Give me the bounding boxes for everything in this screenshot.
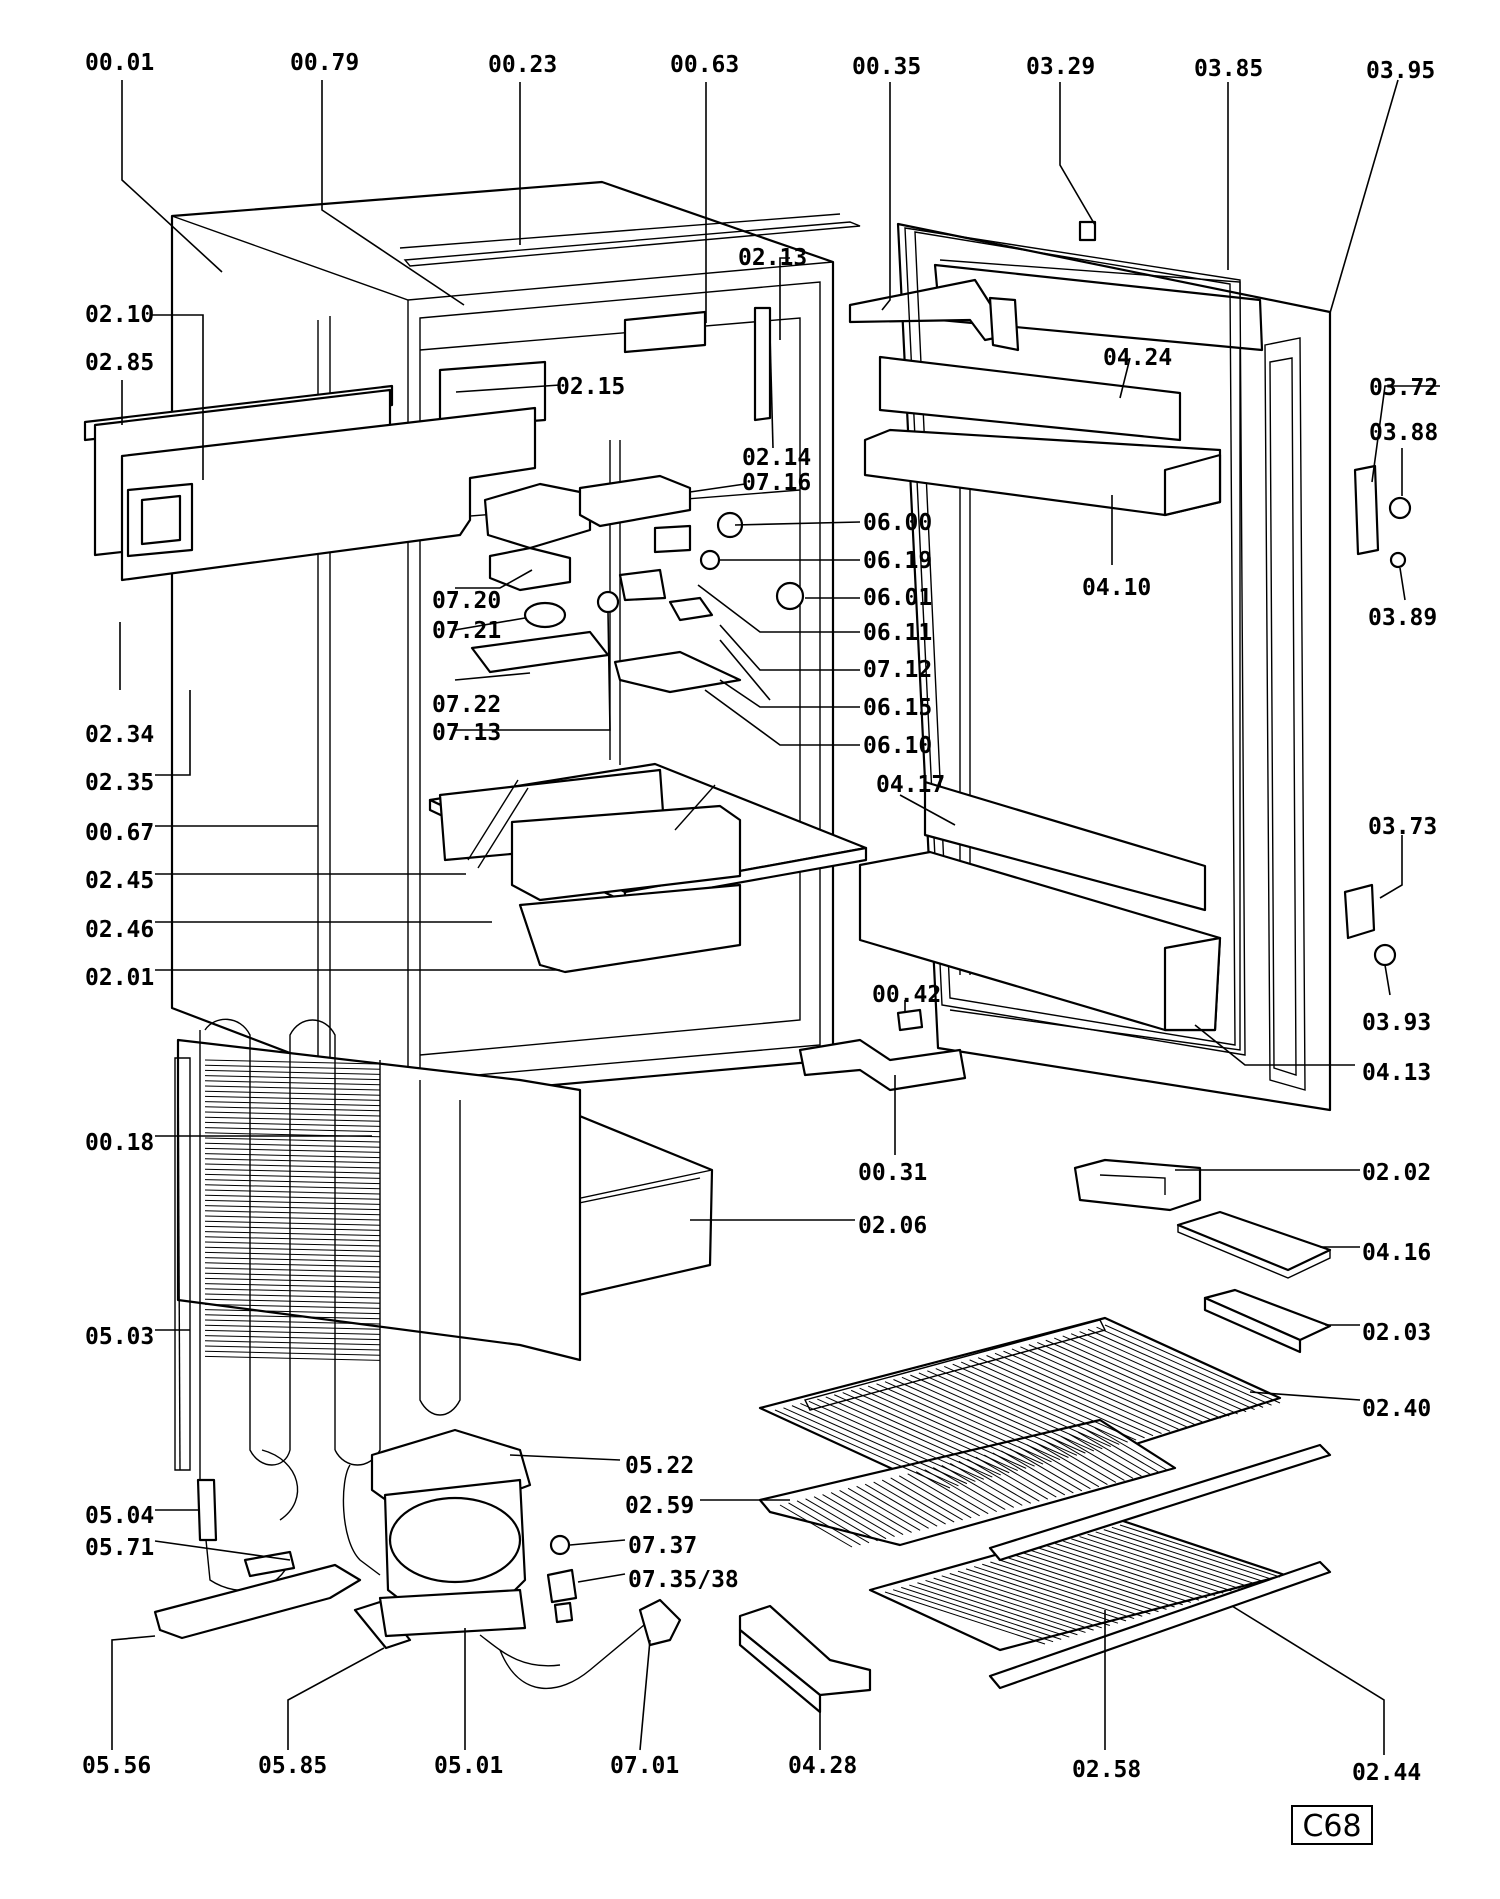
label-03.93: 03.93 bbox=[1362, 1010, 1431, 1036]
condenser-fins bbox=[204, 1059, 381, 1361]
label-02.40: 02.40 bbox=[1362, 1396, 1431, 1422]
label-04.13: 04.13 bbox=[1362, 1060, 1431, 1086]
door-seal bbox=[904, 227, 1246, 1056]
label-02.14: 02.14 bbox=[742, 445, 811, 471]
label-00.18: 00.18 bbox=[85, 1130, 154, 1156]
label-07.01: 07.01 bbox=[610, 1753, 679, 1779]
label-07.22: 07.22 bbox=[432, 692, 501, 718]
label-07.37: 07.37 bbox=[628, 1533, 697, 1559]
label-07.21: 07.21 bbox=[432, 618, 501, 644]
label-00.67: 00.67 bbox=[85, 820, 154, 846]
label-02.44: 02.44 bbox=[1352, 1760, 1421, 1786]
diagram-code: C68 bbox=[1302, 1809, 1361, 1844]
start-relay bbox=[546, 1534, 578, 1624]
label-02.15: 02.15 bbox=[556, 374, 625, 400]
base-bracket bbox=[153, 1563, 412, 1650]
label-00.63: 00.63 bbox=[670, 52, 739, 78]
label-04.10: 04.10 bbox=[1082, 575, 1151, 601]
label-06.00: 06.00 bbox=[863, 510, 932, 536]
label-07.20: 07.20 bbox=[432, 588, 501, 614]
label-03.72: 03.72 bbox=[1369, 375, 1438, 401]
label-00.23: 00.23 bbox=[488, 52, 557, 78]
label-07.16: 07.16 bbox=[742, 470, 811, 496]
door-shelf-top bbox=[863, 355, 1222, 517]
label-06.01: 06.01 bbox=[863, 585, 932, 611]
compressor bbox=[342, 1428, 561, 1667]
label-07.13: 07.13 bbox=[432, 720, 501, 746]
label-03.89: 03.89 bbox=[1368, 605, 1437, 631]
label-00.42: 00.42 bbox=[872, 982, 941, 1008]
door-shelf-bottom bbox=[858, 850, 1222, 1032]
label-03.88: 03.88 bbox=[1369, 420, 1438, 446]
label-02.34: 02.34 bbox=[85, 722, 154, 748]
ice-cube-tray bbox=[1203, 1288, 1332, 1354]
label-05.01: 05.01 bbox=[434, 1753, 503, 1779]
label-04.28: 04.28 bbox=[788, 1753, 857, 1779]
label-03.73: 03.73 bbox=[1368, 814, 1437, 840]
label-06.11: 06.11 bbox=[863, 620, 932, 646]
label-02.13: 02.13 bbox=[738, 245, 807, 271]
label-00.35: 00.35 bbox=[852, 54, 921, 80]
label-05.22: 05.22 bbox=[625, 1453, 694, 1479]
part-labels: 00.01 00.79 00.23 00.63 00.35 03.29 03.8… bbox=[82, 50, 1438, 1786]
label-05.03: 05.03 bbox=[85, 1324, 154, 1350]
label-02.02: 02.02 bbox=[1362, 1160, 1431, 1186]
door-shelf-middle bbox=[923, 780, 1207, 912]
label-02.85: 02.85 bbox=[85, 350, 154, 376]
label-02.35: 02.35 bbox=[85, 770, 154, 796]
label-02.59: 02.59 bbox=[625, 1493, 694, 1519]
label-03.29: 03.29 bbox=[1026, 54, 1095, 80]
label-07.35-38: 07.35/38 bbox=[628, 1567, 739, 1593]
label-03.85: 03.85 bbox=[1194, 56, 1263, 82]
thermostat-assembly bbox=[470, 474, 805, 701]
label-06.15: 06.15 bbox=[863, 695, 932, 721]
butter-dish bbox=[1073, 1158, 1202, 1212]
wire-shelves bbox=[758, 1316, 1332, 1690]
middle-shelf bbox=[428, 762, 868, 974]
label-02.06: 02.06 bbox=[858, 1213, 927, 1239]
label-05.04: 05.04 bbox=[85, 1503, 154, 1529]
label-02.01: 02.01 bbox=[85, 965, 154, 991]
label-02.10: 02.10 bbox=[85, 302, 154, 328]
label-05.71: 05.71 bbox=[85, 1535, 154, 1561]
label-00.79: 00.79 bbox=[290, 50, 359, 76]
label-03.95: 03.95 bbox=[1366, 58, 1435, 84]
front-cover-panel bbox=[83, 384, 537, 582]
label-00.31: 00.31 bbox=[858, 1160, 927, 1186]
filter-drier bbox=[196, 1449, 299, 1592]
label-07.12: 07.12 bbox=[863, 657, 932, 683]
label-05.56: 05.56 bbox=[82, 1753, 151, 1779]
label-06.19: 06.19 bbox=[863, 548, 932, 574]
egg-tray bbox=[1176, 1210, 1332, 1279]
small-drawer bbox=[738, 1604, 872, 1714]
label-04.17: 04.17 bbox=[876, 772, 945, 798]
label-04.16: 04.16 bbox=[1362, 1240, 1431, 1266]
glass-shelf-strip bbox=[803, 1319, 1107, 1411]
label-00.01: 00.01 bbox=[85, 50, 154, 76]
label-02.45: 02.45 bbox=[85, 868, 154, 894]
label-06.10: 06.10 bbox=[863, 733, 932, 759]
label-04.24: 04.24 bbox=[1103, 345, 1172, 371]
label-02.58: 02.58 bbox=[1072, 1757, 1141, 1783]
diagram-code-badge: C68 bbox=[1291, 1805, 1373, 1845]
power-cable-plug bbox=[499, 1598, 682, 1690]
leader-lines bbox=[111, 79, 1440, 1755]
label-02.03: 02.03 bbox=[1362, 1320, 1431, 1346]
label-02.46: 02.46 bbox=[85, 917, 154, 943]
label-05.85: 05.85 bbox=[258, 1753, 327, 1779]
